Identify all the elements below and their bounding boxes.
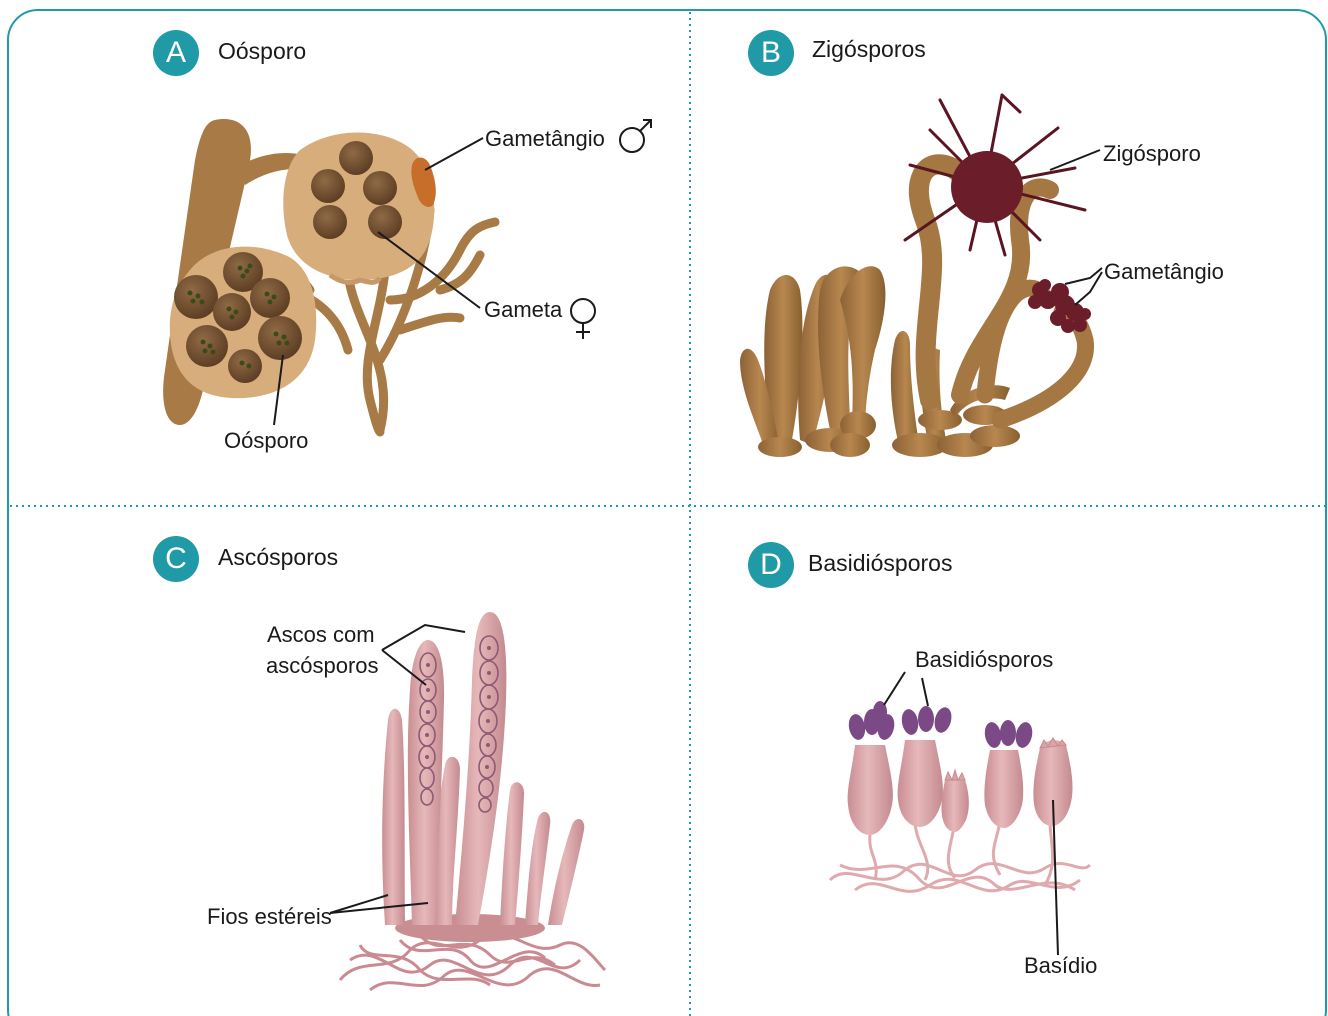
label-oosporo: Oósporo bbox=[224, 426, 308, 456]
female-symbol-icon bbox=[571, 299, 595, 339]
panel-c-badge: C bbox=[153, 536, 199, 582]
panel-b-title: Zigósporos bbox=[812, 36, 926, 63]
label-zigosporo: Zigósporo bbox=[1103, 139, 1201, 169]
panel-d-title: Basidiósporos bbox=[808, 550, 952, 577]
panel-a-illustration bbox=[163, 119, 495, 432]
label-fios-estereis: Fios estéreis bbox=[207, 902, 332, 932]
panel-c-illustration bbox=[340, 612, 605, 990]
basidiospores bbox=[847, 701, 1035, 749]
panel-b-illustration bbox=[740, 95, 1091, 457]
label-ascos-line1: Ascos com bbox=[267, 620, 375, 650]
label-gametangio-b: Gametângio bbox=[1104, 257, 1224, 287]
zygospore-body bbox=[951, 151, 1023, 223]
label-ascos-line2: ascósporos bbox=[266, 651, 379, 681]
panel-b-leaders bbox=[1050, 150, 1102, 305]
male-symbol-icon bbox=[620, 120, 651, 152]
label-gameta: Gameta bbox=[484, 295, 562, 325]
panel-c-title: Ascósporos bbox=[218, 544, 338, 571]
panel-a-badge: A bbox=[153, 30, 199, 76]
panel-b-badge: B bbox=[748, 30, 794, 76]
gametangia bbox=[1028, 279, 1091, 333]
label-basidio: Basídio bbox=[1024, 951, 1097, 981]
label-gametangio-a: Gametângio bbox=[485, 124, 605, 154]
panel-d-badge: D bbox=[748, 542, 794, 588]
label-basidiosporos: Basidiósporos bbox=[915, 645, 1053, 675]
panel-d-illustration bbox=[830, 701, 1090, 891]
panel-a-title: Oósporo bbox=[218, 38, 306, 65]
